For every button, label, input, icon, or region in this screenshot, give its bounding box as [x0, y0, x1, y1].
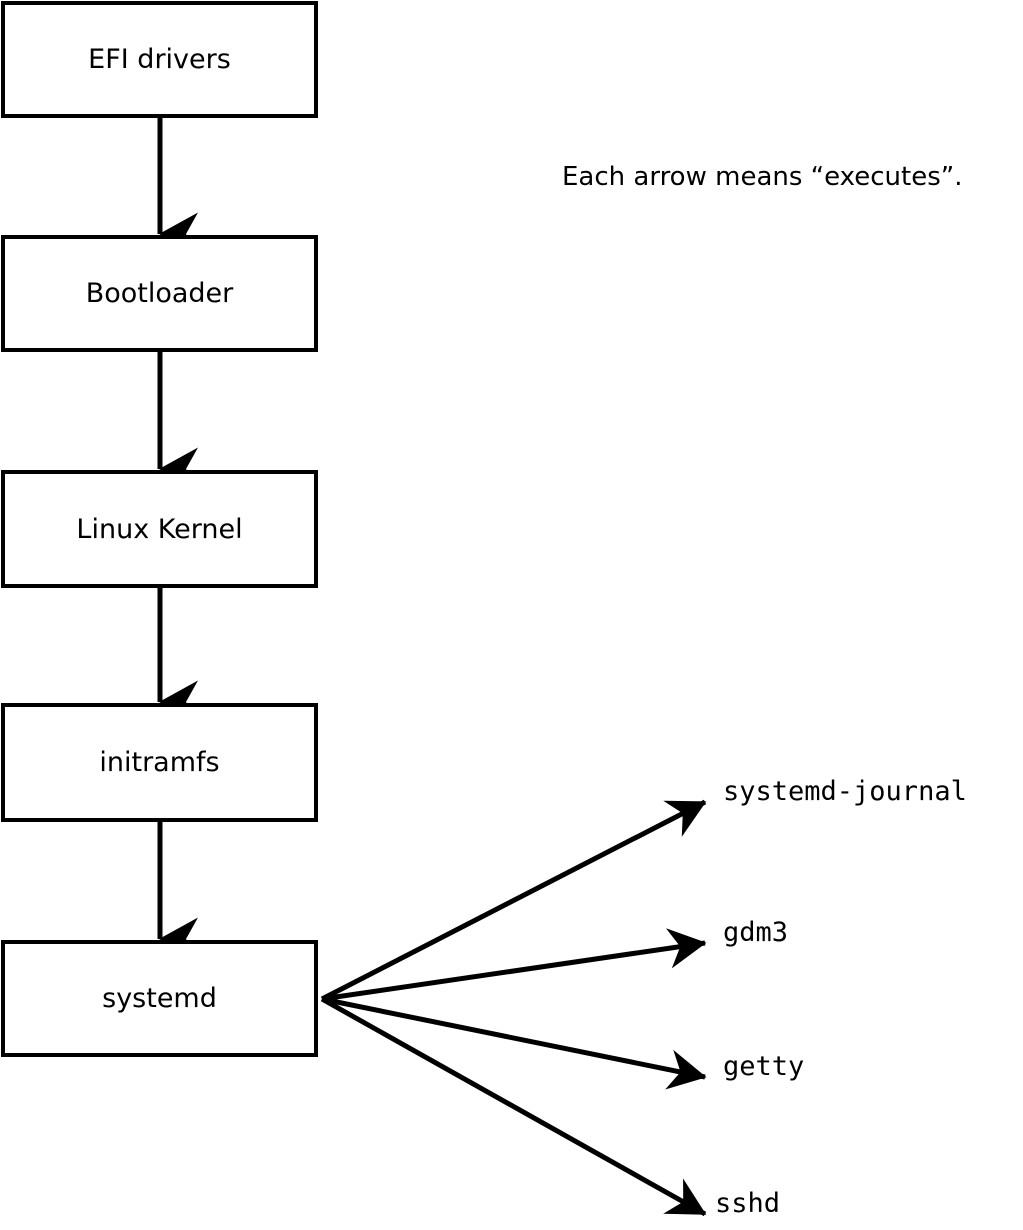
- stage-box-initramfs: initramfs: [1, 703, 318, 822]
- fan-arrow-group: [320, 799, 707, 1217]
- stage-box-linux-kernel: Linux Kernel: [1, 470, 318, 588]
- stage-label-linux-kernel: Linux Kernel: [76, 513, 243, 545]
- service-label-sshd: sshd: [715, 1188, 781, 1219]
- arrow-systemd-to-sshd: [320, 996, 707, 1217]
- stage-label-systemd: systemd: [102, 983, 217, 1014]
- stage-label-initramfs: initramfs: [99, 747, 220, 778]
- arrow-systemd-to-gdm3: [321, 928, 707, 1002]
- service-label-gdm3: gdm3: [723, 917, 789, 948]
- service-label-getty: getty: [723, 1051, 805, 1082]
- stage-box-bootloader: Bootloader: [1, 235, 318, 352]
- stage-label-bootloader: Bootloader: [85, 278, 234, 309]
- arrow-systemd-to-systemd-journal: [320, 799, 707, 1002]
- arrow-systemd-to-getty: [321, 996, 707, 1090]
- stage-box-systemd: systemd: [1, 940, 318, 1057]
- stage-box-efi-drivers: EFI drivers: [1, 1, 318, 118]
- legend-annotation: Each arrow means “executes”.: [562, 162, 963, 192]
- service-label-systemd-journal: systemd-journal: [723, 776, 967, 807]
- stage-label-efi-drivers: EFI drivers: [88, 44, 231, 75]
